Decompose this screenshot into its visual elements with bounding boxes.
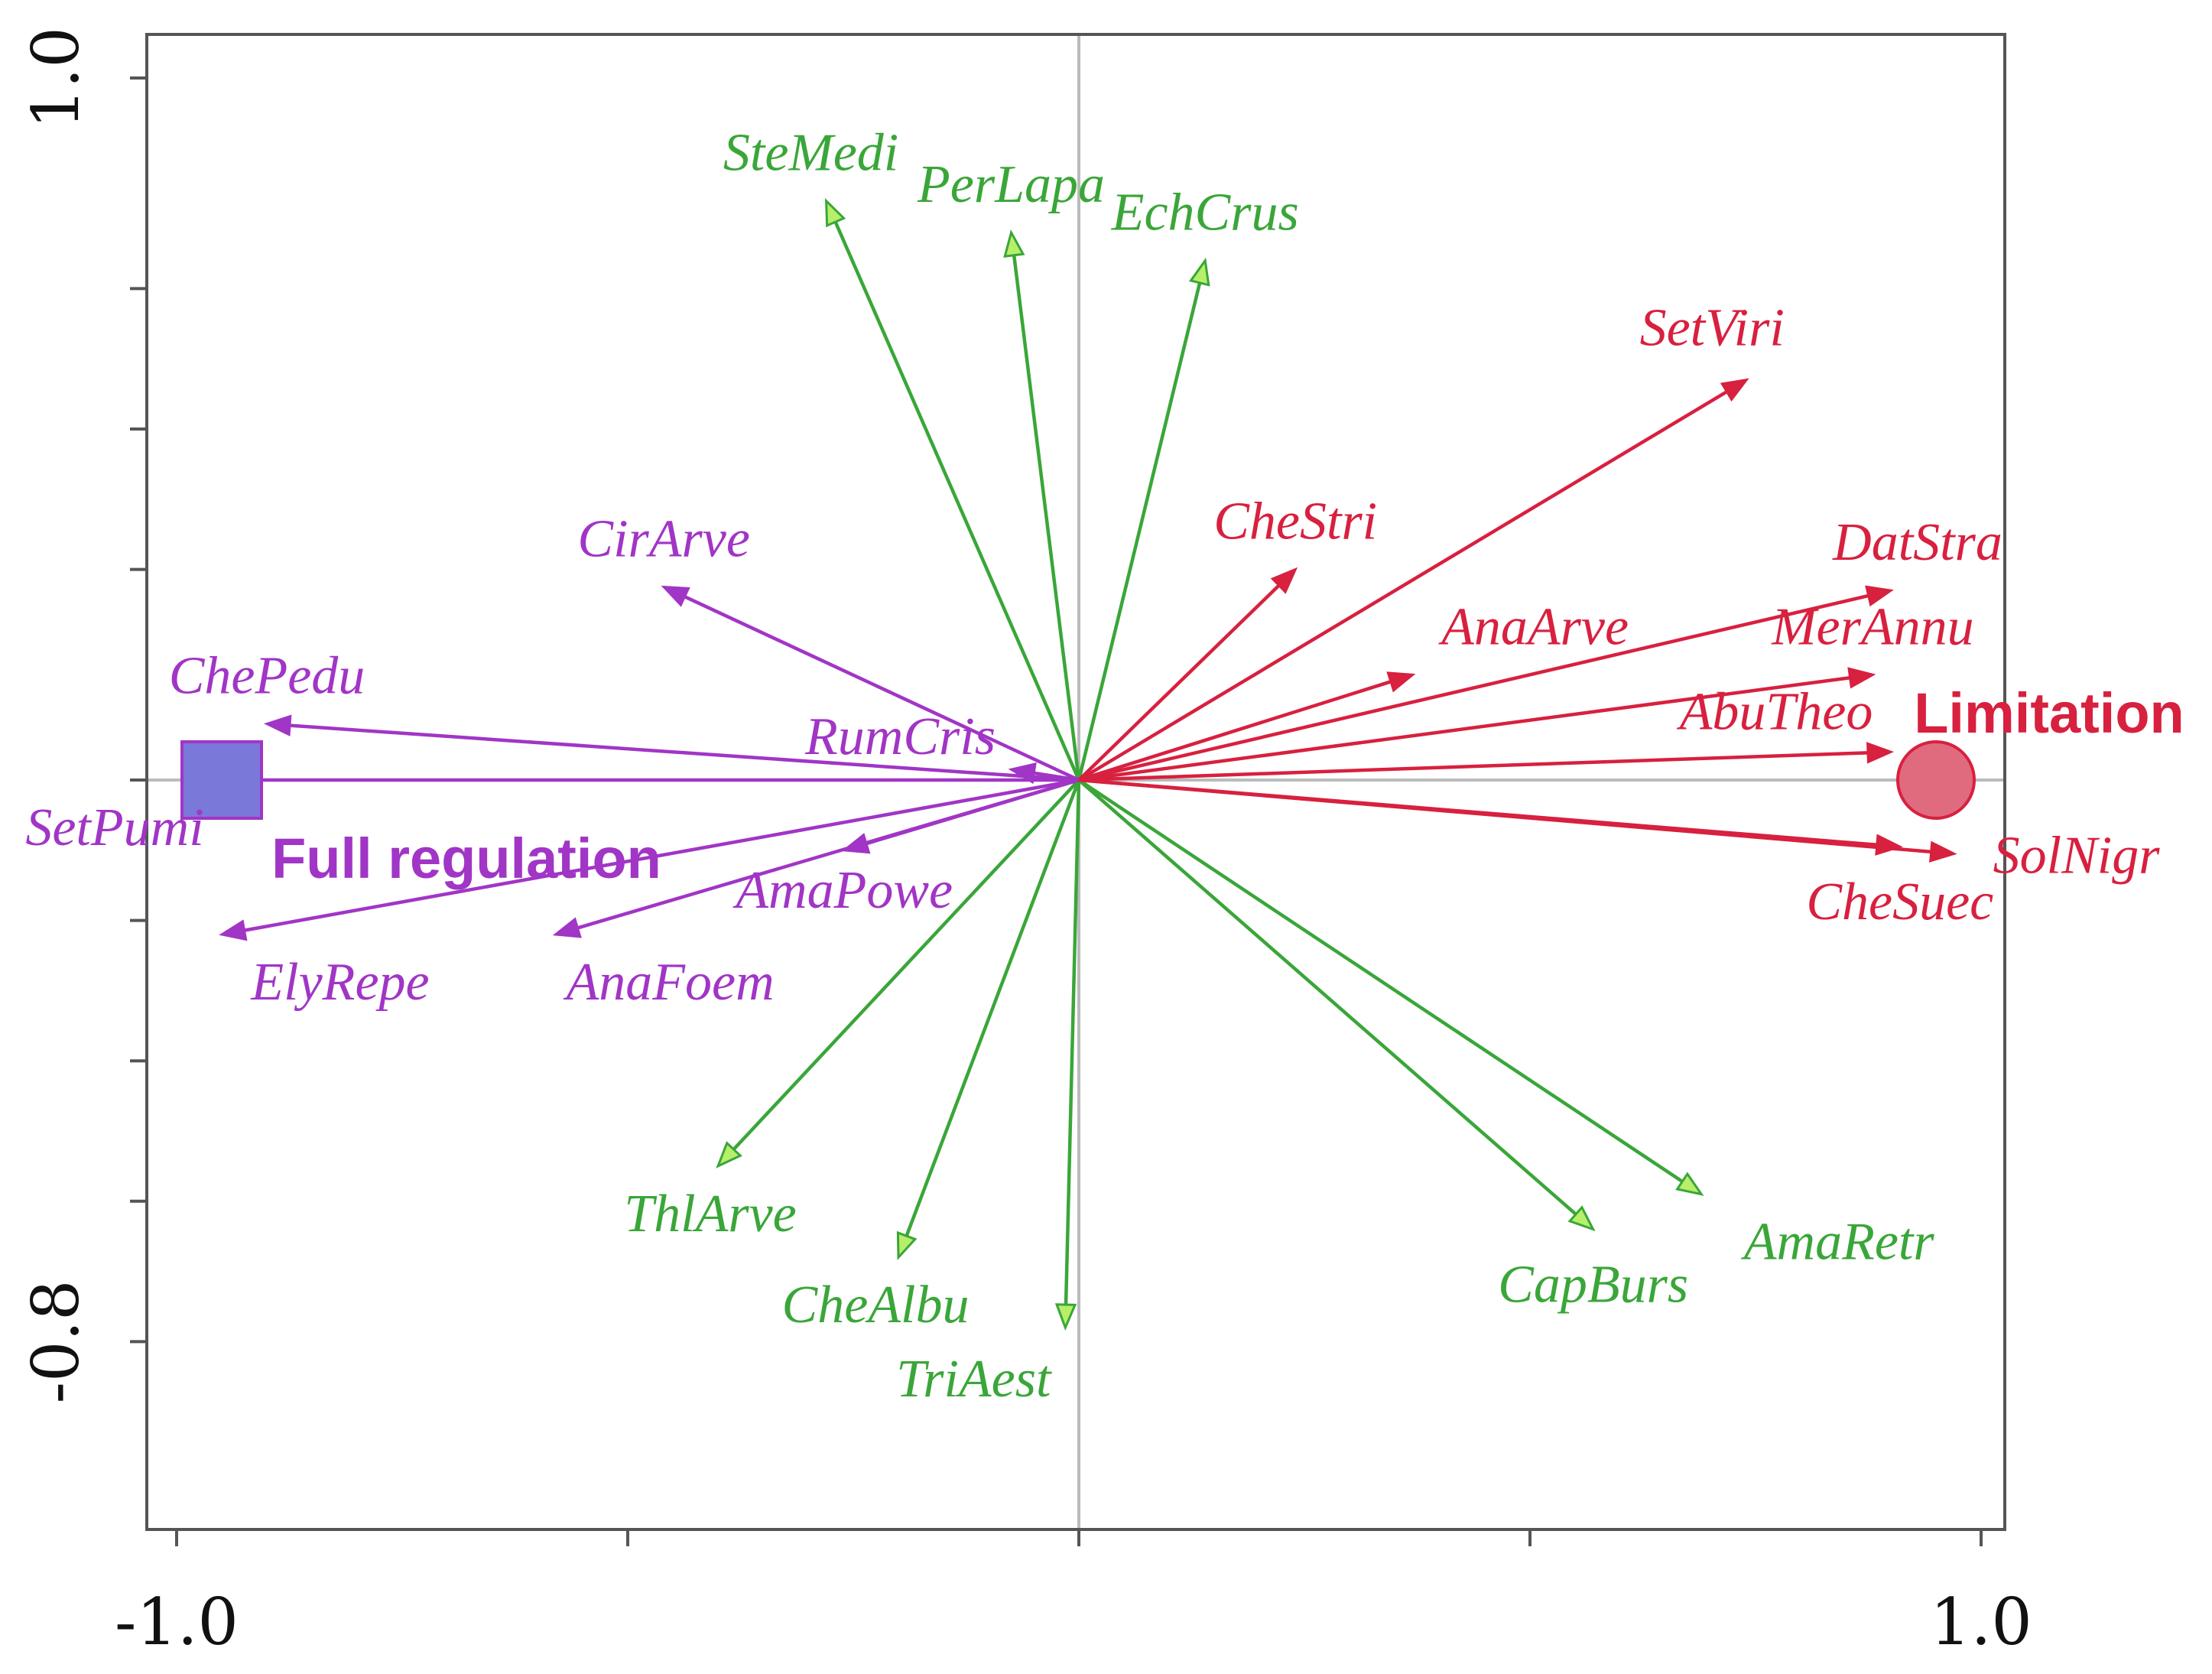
species-label-abutheo: AbuTheo [1677,682,1873,741]
arrow-head-elyrepe [219,919,248,941]
arrow-head-echcrus [1188,257,1210,287]
arrow-line-anaarve [1078,680,1392,782]
species-label-solnigr: SolNigr [1993,826,2161,885]
x-tick-label-min: -1.0 [115,1585,239,1659]
arrow-head-chesuec [1875,834,1903,856]
y-tick-label-min: -0.8 [18,1279,93,1403]
species-label-chesuec: CheSuec [1806,873,1993,931]
axis-ticks: -1.0 1.0 1.0 -0.8 [18,27,2032,1659]
species-label-anaarve: AnaArve [1438,597,1629,656]
arrow-layer [218,197,1957,1331]
species-label-amapowe: AmaPowe [732,861,953,920]
x-tick-label-max: 1.0 [1930,1585,2032,1659]
species-label-amaretr: AmaRetr [1741,1213,1935,1272]
arrow-head-chepedu [263,714,292,736]
species-label-datstra: DatStra [1832,513,2002,572]
treatment-markers [180,740,1976,820]
species-label-setpumi: SetPumi [25,798,203,857]
arrow-head-solnigr [1929,840,1957,863]
arrow-line-perlapa [1012,255,1081,781]
arrow-head-anafoem [552,917,582,938]
species-label-chepedu: ChePedu [169,647,365,706]
arrow-head-datstra [1865,585,1894,607]
arrow-line-echcrus [1077,282,1202,781]
arrow-line-anafoem [577,778,1080,930]
species-label-setviri: SetViri [1640,299,1785,358]
limitation-marker [1896,740,1976,820]
plot-frame [145,33,2006,1531]
species-label-echcrus: EchCrus [1111,184,1299,242]
species-label-elyrepe: ElyRepe [250,953,429,1012]
species-label-stemedi: SteMedi [723,124,898,183]
arrow-head-anaarve [1386,671,1416,693]
arrow-head-thlarve [716,1141,742,1169]
arrow-line-chepedu [289,723,1080,782]
arrow-head-abutheo [1866,742,1895,764]
arrow-head-triaest [1054,1303,1077,1331]
species-label-chestri: CheStri [1213,492,1377,551]
species-label-merannu: MerAnnu [1771,597,1973,656]
arrow-head-chealbu [896,1230,918,1261]
arrow-head-cirarve [661,585,690,607]
full-regulation-marker [180,740,263,820]
species-label-chealbu: CheAlbu [782,1276,970,1334]
species-label-rumcris: RumCris [804,707,996,766]
species-label-triaest: TriAest [896,1350,1052,1409]
y-tick-label-max: 1.0 [18,27,93,129]
arrow-line-setviri [1077,390,1728,782]
arrow-head-amaretr [1675,1172,1704,1196]
arrow-line-abutheo [1078,751,1869,782]
arrow-head-perlapa [1003,229,1025,258]
arrow-line-capburs [1077,778,1577,1216]
arrow-line-chestri [1077,583,1281,782]
arrow-line-cirarve [684,595,1080,782]
arrow-head-setviri [1720,378,1749,402]
arrow-line-stemedi [833,221,1081,781]
species-label-cirarve: CirArve [577,510,750,569]
treatment-label-limitation: Limitation [1914,681,2184,745]
arrow-head-rumcris [1008,762,1037,785]
treatment-label-full-regulation: Full regulation [271,827,661,890]
species-label-capburs: CapBurs [1498,1256,1688,1315]
species-label-perlapa: PerLapa [917,155,1105,214]
species-label-thlarve: ThlArve [624,1185,797,1243]
species-label-anafoem: AnaFoem [564,953,775,1012]
arrow-line-elyrepe [244,778,1080,932]
arrow-line-datstra [1078,593,1869,782]
arrow-line-amaretr [1077,778,1684,1183]
arrow-line-triaest [1064,779,1081,1305]
arrow-line-chealbu [905,779,1081,1237]
arrow-head-chestri [1270,567,1298,594]
arrow-line-merannu [1078,676,1850,782]
arrow-line-thlarve [732,778,1080,1151]
arrow-head-capburs [1567,1205,1596,1232]
arrow-head-stemedi [824,197,846,228]
arrow-line-chesuec [1078,778,1878,847]
arrow-head-merannu [1847,667,1876,689]
